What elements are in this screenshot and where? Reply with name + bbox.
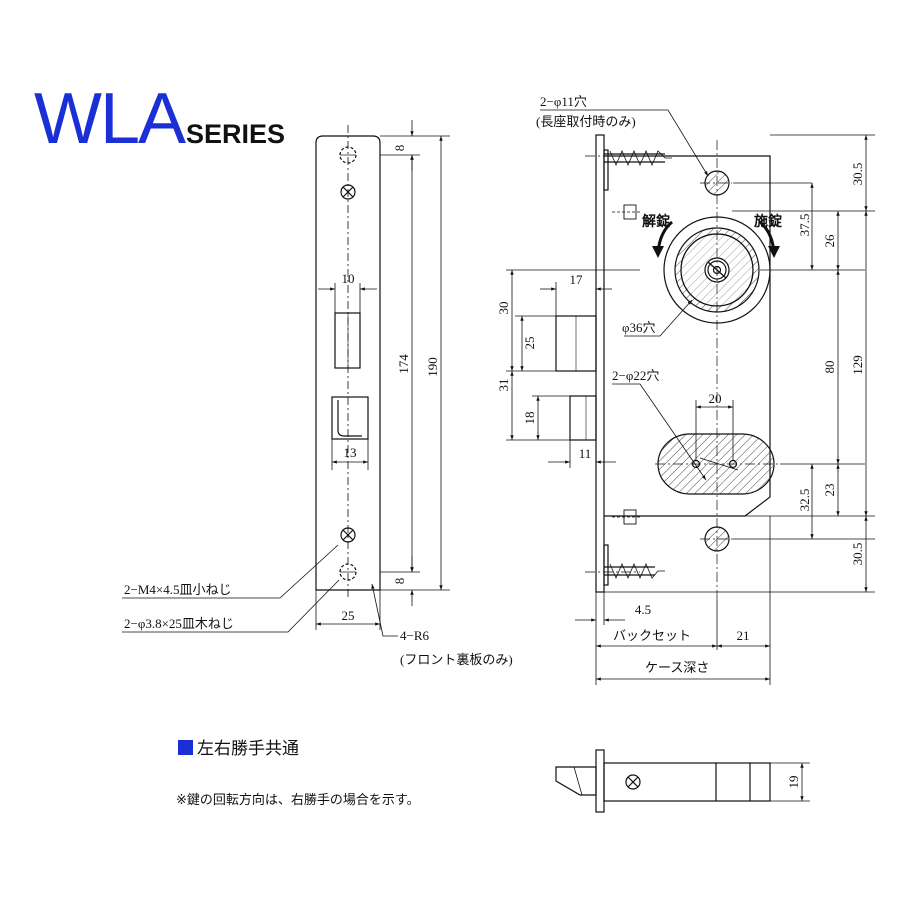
bottom-screw-icon-2 xyxy=(625,774,641,790)
side-front-plate xyxy=(595,134,605,593)
dim-deadbolt-width: 10 xyxy=(342,271,355,286)
side-dimensions xyxy=(506,109,875,685)
dim-front-190: 190 xyxy=(425,357,440,377)
dim-26: 26 xyxy=(822,234,837,248)
dim-front-width: 25 xyxy=(342,608,355,623)
dim-latch-width: 13 xyxy=(344,445,357,460)
label-machine-screw: 2−M4×4.5皿小ねじ xyxy=(124,582,231,597)
dim-19: 19 xyxy=(786,776,801,789)
bottom-screw-icon xyxy=(340,527,356,543)
caption-note: ※鍵の回転方向は、右勝手の場合を示す。 xyxy=(176,793,420,808)
dim-top-30-5: 30.5 xyxy=(850,163,865,186)
series-title: WLASERIES xyxy=(34,78,285,160)
dim-18: 18 xyxy=(522,412,537,425)
side-view xyxy=(555,134,780,593)
label-unlock: 解錠 xyxy=(642,213,671,230)
caption-heading: 左右勝手共通 xyxy=(178,734,299,759)
label-wood-screw: 2−φ3.8×25皿木ねじ xyxy=(124,616,234,631)
dim-front-174: 174 xyxy=(396,354,411,374)
dim-front-top: 8 xyxy=(392,145,407,152)
dim-37-5: 37.5 xyxy=(797,214,812,237)
blue-square-icon xyxy=(178,740,193,755)
bottom-dimensions xyxy=(770,762,810,802)
front-dimension-text: 8 8 174 190 10 13 25 2−M4×4.5皿小ねじ 2−φ3.8… xyxy=(124,145,513,667)
dim-11: 11 xyxy=(579,446,592,461)
label-case-depth: ケース深さ xyxy=(645,660,709,675)
label-mount-hole: 2−φ11穴 xyxy=(540,94,587,109)
label-mount-note: (長座取付時のみ) xyxy=(536,114,636,129)
bottom-view xyxy=(555,749,771,813)
dim-4-5: 4.5 xyxy=(635,602,651,617)
caption-heading-text: 左右勝手共通 xyxy=(197,739,299,759)
dim-21: 21 xyxy=(737,628,750,643)
dim-20: 20 xyxy=(709,391,722,406)
series-title-suffix: SERIES xyxy=(186,119,286,149)
dim-30: 30 xyxy=(496,302,511,315)
latch-window xyxy=(331,396,369,440)
label-lock: 施錠 xyxy=(754,213,783,230)
dim-front-bottom: 8 xyxy=(392,578,407,585)
label-backset: バックセット xyxy=(613,628,691,643)
latch-side xyxy=(569,395,597,441)
top-screw-icon xyxy=(340,184,356,200)
label-spindle-hole: 2−φ22穴 xyxy=(612,368,659,383)
side-dimension-text: 2−φ11穴 (長座取付時のみ) 解錠 施錠 φ36穴 2−φ22穴 バックセッ… xyxy=(496,94,865,675)
label-cylinder-hole: φ36穴 xyxy=(622,320,656,335)
side-centerlines xyxy=(585,140,780,600)
front-view xyxy=(315,125,381,600)
dim-17: 17 xyxy=(570,272,584,287)
dim-129: 129 xyxy=(850,355,865,375)
dim-31: 31 xyxy=(496,379,511,392)
deadbolt-window xyxy=(334,312,361,369)
dim-80: 80 xyxy=(822,361,837,374)
top-wood-screw-icon xyxy=(604,149,672,167)
label-corner-radius: 4−R6 xyxy=(400,628,430,643)
series-title-main: WLA xyxy=(34,79,186,159)
bottom-wood-screw-icon xyxy=(604,562,665,580)
label-corner-note: (フロント裏板のみ) xyxy=(400,652,513,667)
dim-23: 23 xyxy=(822,484,837,497)
case-outline xyxy=(604,155,771,517)
dim-25: 25 xyxy=(522,337,537,350)
dim-32-5: 32.5 xyxy=(797,489,812,512)
front-dimensions xyxy=(122,120,450,637)
bottom-screw-hole-icon xyxy=(339,563,357,581)
dim-bottom-30-5: 30.5 xyxy=(850,543,865,566)
top-screw-hole-icon xyxy=(339,146,357,164)
